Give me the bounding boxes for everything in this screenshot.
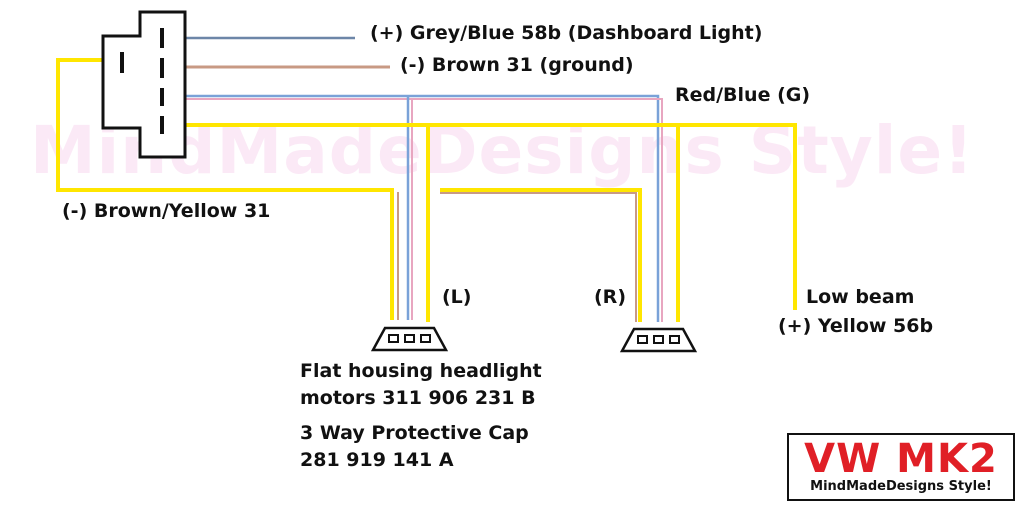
logo-title: VW MK2 [804, 436, 998, 482]
logo-badge: VW MK2 MindMadeDesigns Style! [787, 433, 1015, 501]
brown-yellow-label: (-) Brown/Yellow 31 [62, 200, 271, 222]
cap-caption-line2: 281 919 141 A [300, 449, 454, 471]
red-blue-label: Red/Blue (G) [675, 84, 811, 106]
brown-label: (-) Brown 31 (ground) [400, 54, 634, 76]
cap-caption-line1: 3 Way Protective Cap [300, 422, 529, 444]
red-blue-wire [170, 94, 663, 322]
right-connector [619, 327, 698, 353]
logo-subtitle: MindMadeDesigns Style! [810, 479, 992, 494]
motor-caption-line1: Flat housing headlight [300, 360, 542, 382]
watermark-text: MindMadeDesigns Style! [30, 112, 975, 189]
low-beam-label: Low beam [806, 286, 915, 308]
left-connector [370, 326, 449, 352]
right-connector-label: (R) [594, 286, 626, 308]
grey-blue-label: (+) Grey/Blue 58b (Dashboard Light) [370, 22, 763, 44]
yellow-56b-label: (+) Yellow 56b [778, 315, 934, 337]
motor-caption-line2: motors 311 906 231 B [300, 387, 536, 409]
left-connector-label: (L) [442, 286, 472, 308]
headlight-switch [101, 10, 187, 159]
yellow-56b-wire [170, 123, 797, 322]
brown-yellow-wire [56, 58, 642, 322]
